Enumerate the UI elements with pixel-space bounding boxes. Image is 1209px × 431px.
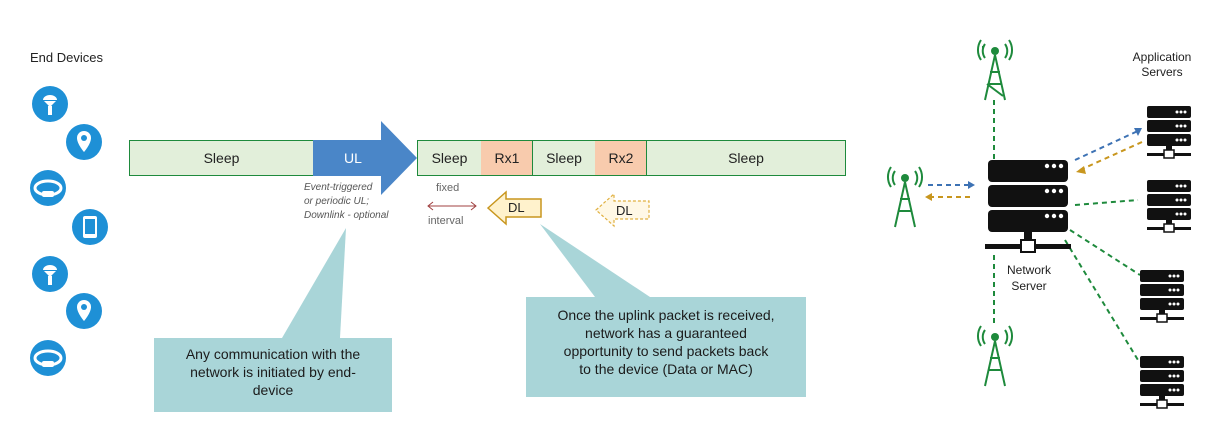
gateway-tower-icon [975,322,1015,393]
server-icon [1138,354,1188,419]
end-devices-title: End Devices [30,50,103,65]
right-callout-text: Once the uplink packet is received, netw… [557,307,775,377]
network-links [925,100,1143,361]
location-pin-icon [64,122,104,167]
timeline-rx2: Rx2 [595,140,647,176]
location-pin-icon [64,291,104,336]
timeline-sleep-1: Sleep [129,140,314,176]
wristband-icon [28,338,68,383]
downlink-optional-label: DL [616,203,633,218]
timeline-sleep-3: Sleep [532,140,596,176]
gateway-tower-icon [885,163,925,234]
downlink-optional-arrow [595,192,650,228]
network-server-label: Network Server [1006,263,1051,293]
timeline-sleep-2: Sleep [417,140,482,176]
interval-arrow [427,201,477,211]
network-server-icon [983,158,1073,263]
downlink-label: DL [508,200,525,215]
timeline-sleep-4: Sleep [646,140,846,176]
left-callout-shape [154,228,392,412]
server-icon [1145,104,1195,169]
timeline-rx1: Rx1 [481,140,533,176]
sensor-icon [30,254,70,299]
server-icon [1138,268,1188,333]
uplink-note: Event-triggered or periodic UL; Downlink… [304,182,389,221]
right-callout-shape [526,224,806,397]
gateway-tower-icon [975,36,1015,107]
uplink-label: UL [344,150,362,166]
wristband-icon [28,168,68,213]
left-callout-text: Any communication with the network is in… [185,346,361,398]
interval-label: interval [428,215,464,227]
app-servers-title: Application Servers [1132,50,1192,79]
sensor-icon [30,84,70,129]
fixed-label: fixed [436,182,460,194]
phone-icon [70,207,110,252]
server-icon [1145,178,1195,243]
downlink-arrow [486,190,542,226]
uplink-arrow [313,121,417,195]
